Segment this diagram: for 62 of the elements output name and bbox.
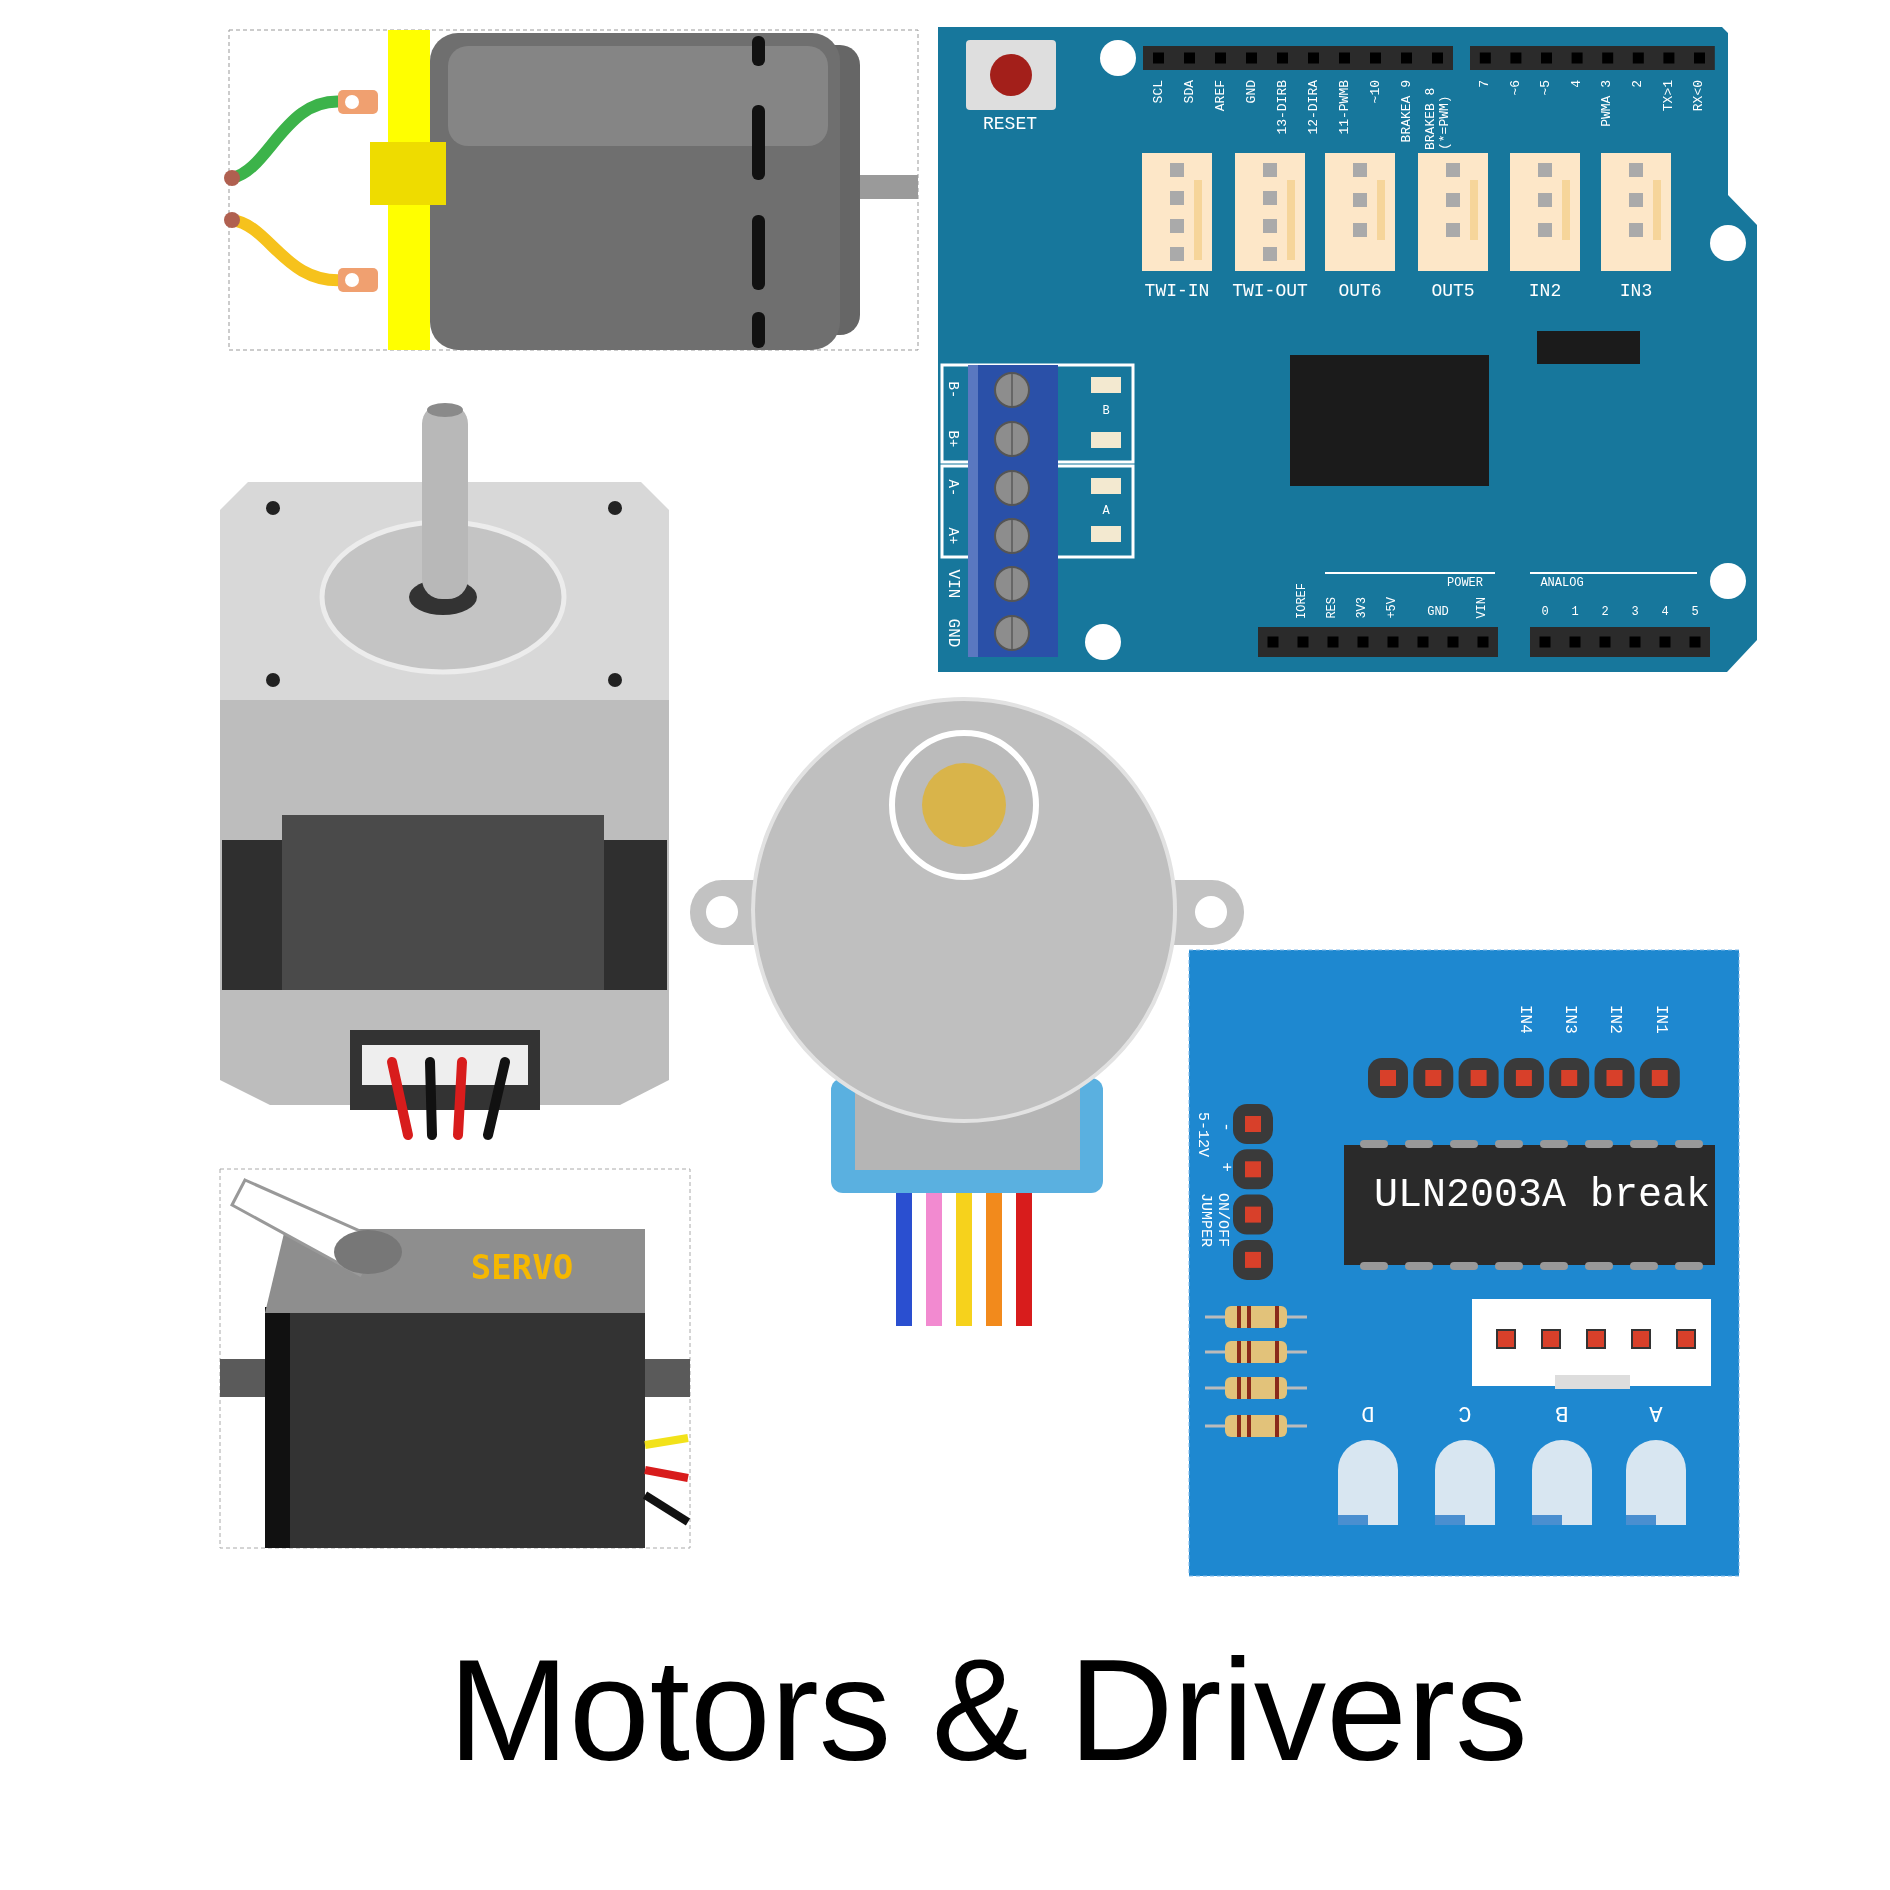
terminal-label: VIN bbox=[943, 569, 961, 599]
pin-label: GND bbox=[1427, 606, 1449, 620]
pin-label: RES bbox=[1326, 597, 1340, 619]
pin-label: SCL bbox=[1151, 80, 1167, 104]
connector-label: OUT6 bbox=[1338, 282, 1382, 302]
servo-label: SERVO bbox=[470, 1249, 574, 1287]
pin-label: VIN bbox=[1476, 597, 1490, 619]
pin-label: 13-DIRB bbox=[1275, 80, 1291, 135]
led-label: B bbox=[1555, 1399, 1569, 1425]
terminal-label: B bbox=[1102, 405, 1110, 419]
pin-label: BRAKEA 9 bbox=[1399, 80, 1415, 143]
pin-label: IN3 bbox=[1560, 1005, 1578, 1034]
chip-marking: ULN2003A break bbox=[1374, 1174, 1711, 1218]
pin-label: IN1 bbox=[1651, 1005, 1669, 1034]
pin-label: - bbox=[1216, 1122, 1234, 1132]
connector-label: IN3 bbox=[1619, 282, 1653, 302]
pin-label: SDA bbox=[1182, 80, 1198, 104]
connector-label: TWI-IN bbox=[1144, 282, 1210, 302]
pin-label: 4 bbox=[1661, 606, 1669, 620]
terminal-label: B- bbox=[944, 381, 960, 399]
pin-label: BRAKEB 8 (*=PWM) bbox=[1423, 86, 1453, 150]
pin-label: IN4 bbox=[1515, 1005, 1533, 1034]
pin-label: ~10 bbox=[1368, 80, 1384, 104]
pin-label: PWMA 3 bbox=[1600, 80, 1615, 127]
pin-label: AREF bbox=[1213, 80, 1229, 112]
pin-label: ~5 bbox=[1539, 80, 1554, 96]
pin-label: 11-PWMB bbox=[1337, 80, 1353, 135]
terminal-label: A+ bbox=[944, 527, 960, 545]
pin-label: IN2 bbox=[1605, 1005, 1623, 1034]
pin-label: 7 bbox=[1477, 80, 1493, 88]
title: Motors & Drivers bbox=[448, 1631, 1528, 1791]
pin-label: +5V bbox=[1386, 597, 1400, 619]
connector-label: IN2 bbox=[1528, 282, 1562, 302]
header-label: ANALOG bbox=[1540, 577, 1584, 591]
pin-label: IOREF bbox=[1296, 583, 1310, 619]
pin-label: 4 bbox=[1569, 80, 1584, 88]
pin-label: 3 bbox=[1631, 606, 1639, 620]
terminal-label: B+ bbox=[944, 430, 960, 448]
led-label: A bbox=[1649, 1399, 1663, 1425]
voltage-label: 5-12V bbox=[1193, 1112, 1211, 1157]
connector-label: TWI-OUT bbox=[1232, 282, 1308, 302]
pin-label: TX>1 bbox=[1661, 80, 1676, 112]
led-label: C bbox=[1458, 1399, 1472, 1425]
pin-label: 0 bbox=[1541, 606, 1549, 620]
pin-label: ~6 bbox=[1508, 80, 1523, 96]
pin-label: 3V3 bbox=[1356, 597, 1370, 619]
jumper-label: ON/OFF JUMPER bbox=[1196, 1193, 1230, 1249]
pin-label: + bbox=[1216, 1162, 1234, 1172]
pin-label: 2 bbox=[1601, 606, 1609, 620]
led-label: D bbox=[1361, 1399, 1375, 1425]
pin-label: 2 bbox=[1630, 80, 1646, 88]
terminal-label: GND bbox=[943, 618, 961, 648]
connector-label: OUT5 bbox=[1431, 282, 1475, 302]
button-label: RESET bbox=[983, 115, 1037, 135]
terminal-label: A- bbox=[944, 479, 960, 497]
pin-label: RX<0 bbox=[1692, 80, 1707, 112]
header-label: POWER bbox=[1447, 577, 1483, 591]
pin-label: 1 bbox=[1571, 606, 1579, 620]
pin-label: 12-DIRA bbox=[1306, 80, 1322, 135]
pin-label: GND bbox=[1244, 80, 1260, 104]
pin-label: 5 bbox=[1691, 606, 1699, 620]
terminal-label: A bbox=[1102, 505, 1110, 519]
